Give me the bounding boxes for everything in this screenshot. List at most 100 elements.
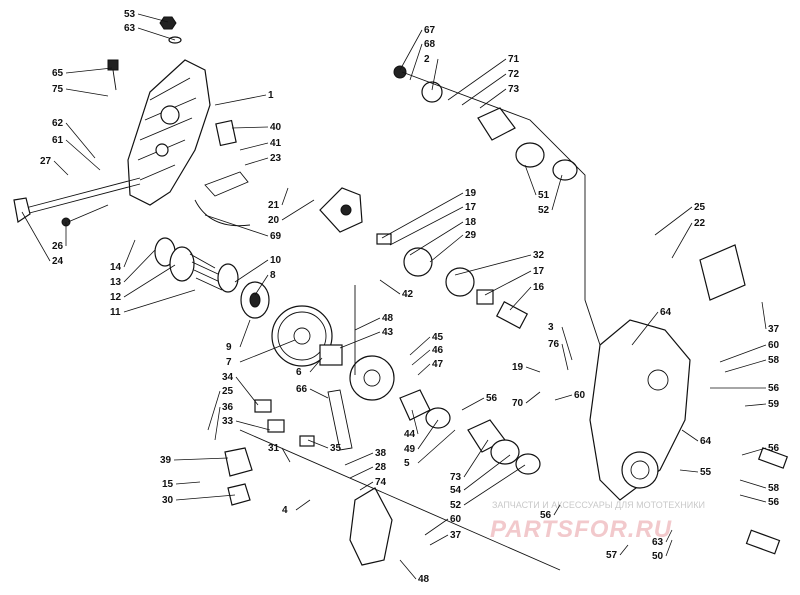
leader-line [137, 27, 176, 41]
part-label: 70 [512, 398, 524, 409]
part-label: 48 [418, 574, 430, 585]
leader-line [484, 270, 532, 296]
part-label: 36 [222, 402, 234, 413]
leader-line [399, 559, 417, 580]
part-label: 25 [694, 202, 706, 213]
leader-line [429, 234, 464, 263]
leader-line [665, 539, 673, 557]
leader-line [65, 122, 96, 159]
leader-line [431, 58, 439, 91]
part-label: 5 [404, 458, 410, 469]
leader-line [739, 494, 767, 503]
leader-line [619, 544, 629, 556]
part-label: 68 [424, 39, 436, 50]
leader-line [409, 43, 423, 81]
leader-line [123, 239, 136, 268]
leader-line [417, 419, 439, 450]
part-label: 27 [40, 156, 52, 167]
part-label: 21 [268, 200, 280, 211]
part-label: 38 [375, 448, 387, 459]
part-label: 29 [465, 230, 477, 241]
part-label: 45 [432, 332, 444, 343]
part-label: 25 [222, 386, 234, 397]
part-label: 42 [402, 289, 414, 300]
part-label: 31 [268, 443, 280, 454]
part-label: 58 [768, 355, 780, 366]
part-label: 66 [296, 384, 308, 395]
part-label: 43 [382, 327, 394, 338]
part-label: 17 [533, 266, 545, 277]
part-label: 64 [700, 436, 712, 447]
leader-line [463, 464, 526, 506]
leader-line [525, 366, 541, 373]
leader-line [379, 279, 401, 295]
part-label: 9 [226, 342, 232, 353]
leader-line [381, 192, 464, 239]
part-label: 64 [660, 307, 672, 318]
part-label: 26 [52, 241, 64, 252]
part-label: 49 [404, 444, 416, 455]
leader-line [309, 357, 323, 373]
leader-line [561, 343, 569, 371]
leader-line [137, 13, 169, 23]
leader-line [739, 479, 767, 489]
leader-line [679, 469, 699, 473]
part-label: 60 [450, 514, 462, 525]
part-label: 60 [574, 390, 586, 401]
part-label: 47 [432, 359, 444, 370]
part-label: 61 [52, 135, 64, 146]
part-label: 3 [548, 322, 554, 333]
part-label: 60 [768, 340, 780, 351]
part-label: 7 [226, 357, 232, 368]
leader-lines [21, 13, 767, 580]
part-label: 17 [465, 202, 477, 213]
part-label: 62 [52, 118, 64, 129]
part-label: 41 [270, 138, 282, 149]
leader-line [561, 326, 573, 361]
part-label: 46 [432, 345, 444, 356]
part-label: 52 [450, 500, 462, 511]
leader-line [429, 534, 449, 546]
leader-line [175, 481, 201, 485]
part-label: 4 [282, 505, 288, 516]
part-label: 15 [162, 479, 174, 490]
leader-line [239, 142, 269, 151]
part-label: 20 [268, 215, 280, 226]
part-label: 76 [548, 339, 560, 350]
part-label: 18 [465, 217, 477, 228]
leader-line [551, 174, 563, 211]
leader-line [239, 339, 296, 363]
part-label: 56 [768, 383, 780, 394]
part-label: 34 [222, 372, 234, 383]
part-label: 2 [424, 54, 430, 65]
part-label: 32 [533, 250, 545, 261]
part-label: 35 [330, 443, 342, 454]
part-label: 63 [124, 23, 136, 34]
part-label: 57 [606, 550, 618, 561]
part-label: 37 [450, 530, 462, 541]
part-label: 1 [268, 90, 274, 101]
leader-line [509, 286, 532, 311]
part-label: 71 [508, 54, 520, 65]
leader-line [339, 331, 381, 349]
part-label: 6 [296, 367, 302, 378]
part-label: 65 [52, 68, 64, 79]
part-label: 12 [110, 292, 122, 303]
leader-line [399, 29, 423, 71]
leader-line [724, 359, 767, 373]
leader-line [461, 73, 507, 106]
part-label: 44 [404, 429, 416, 440]
leader-line [344, 452, 374, 466]
part-label: 14 [110, 262, 122, 273]
part-label: 56 [540, 510, 552, 521]
leader-line [479, 88, 507, 109]
leader-line [461, 397, 485, 411]
leader-line [204, 214, 269, 237]
leader-line [631, 311, 659, 346]
part-label: 72 [508, 69, 520, 80]
part-label: 74 [375, 477, 387, 488]
leader-line [417, 363, 431, 376]
part-label: 67 [424, 25, 436, 36]
leader-line [719, 344, 767, 363]
leader-line [173, 457, 229, 461]
